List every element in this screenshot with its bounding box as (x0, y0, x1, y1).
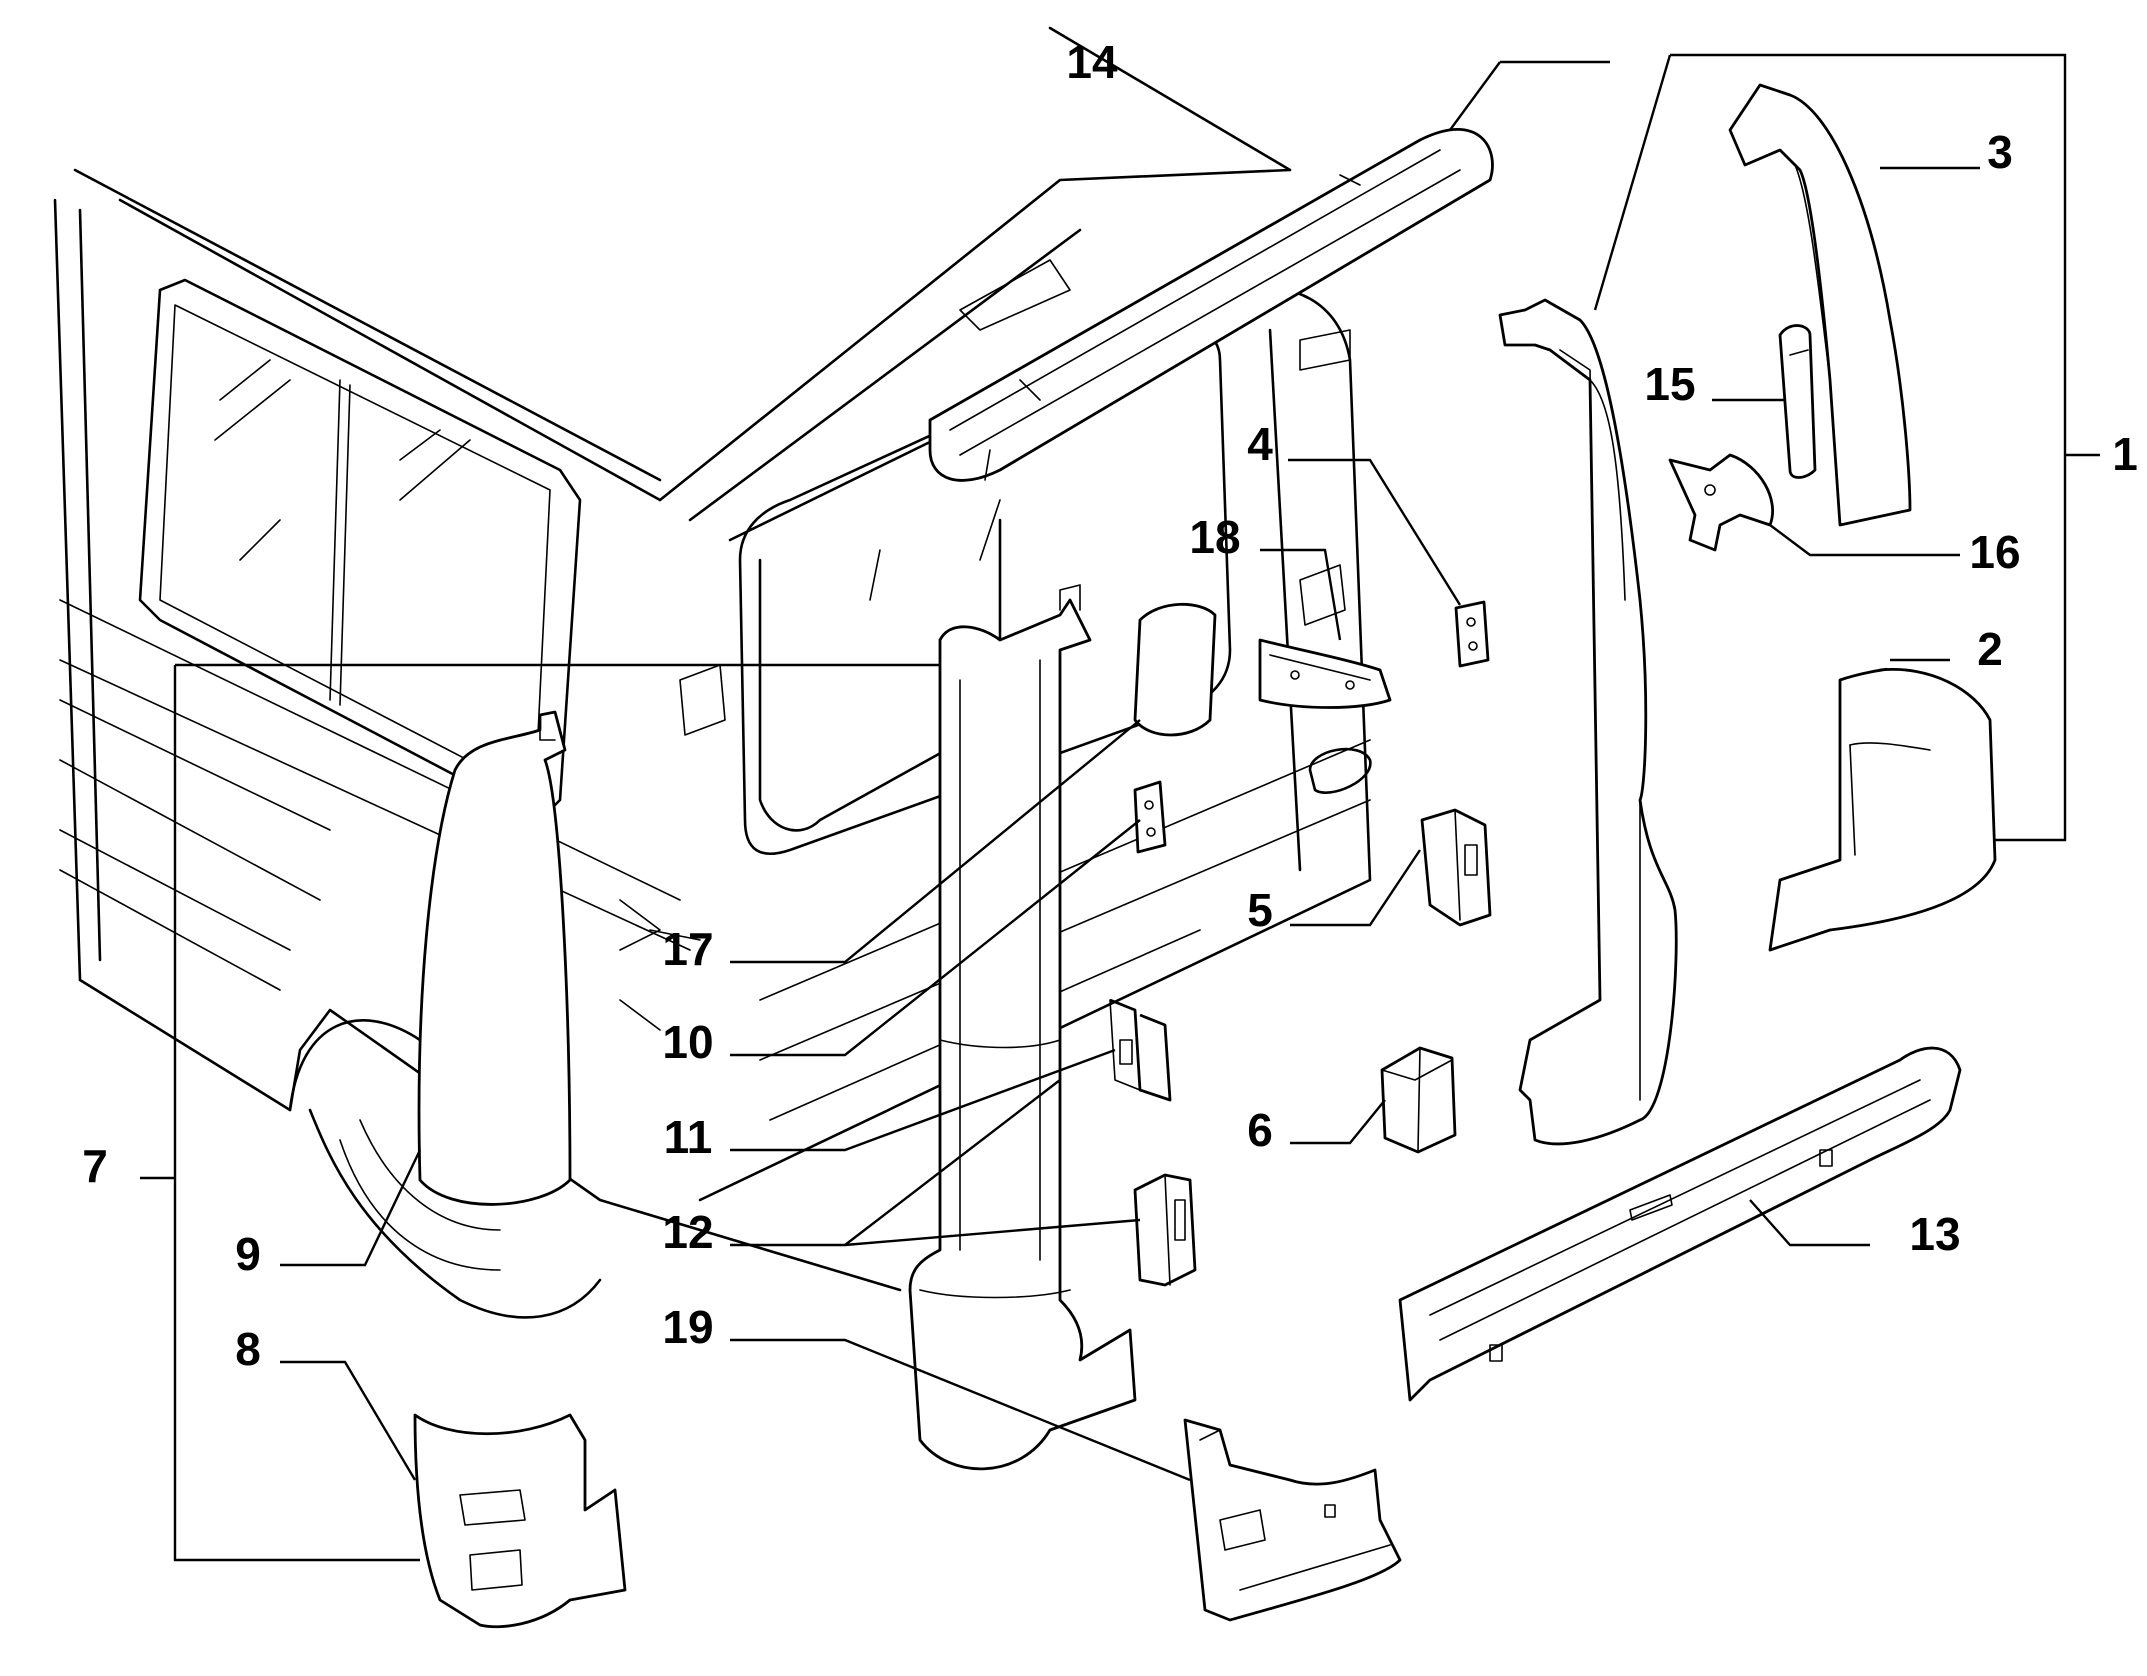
van-body-outline (53, 26, 1372, 1319)
callout-13: 13 (1909, 1208, 1960, 1260)
callout-12: 12 (662, 1206, 713, 1258)
callout-14: 14 (1066, 36, 1118, 88)
callout-17: 17 (662, 923, 713, 975)
part-14-roof-rail-cover (928, 127, 1494, 482)
part-6-block (1380, 1046, 1457, 1154)
part-4-plate (1454, 600, 1490, 668)
callout-19: 19 (662, 1301, 713, 1353)
part-16-clip (1668, 453, 1774, 552)
callout-8: 8 (235, 1323, 261, 1375)
part-12-bracket (1133, 1173, 1197, 1287)
part-1-side-pillar (1498, 298, 1678, 1146)
callout-11: 11 (664, 1111, 713, 1163)
callout-4: 4 (1247, 418, 1273, 470)
part-13-sill (1398, 1046, 1962, 1402)
part-17-cover (1133, 602, 1217, 737)
callout-18: 18 (1189, 511, 1240, 563)
callout-7: 7 (82, 1140, 108, 1192)
callout-2: 2 (1977, 623, 2003, 675)
callout-10: 10 (662, 1016, 713, 1068)
part-9-inner-trim (417, 710, 572, 1206)
callout-1: 1 (2112, 428, 2138, 480)
part-10-plate (1133, 780, 1167, 854)
callout-6: 6 (1247, 1104, 1273, 1156)
callout-16: 16 (1969, 526, 2020, 578)
part-8-lower-trim (413, 1413, 627, 1629)
part-3-upper-trim (1728, 83, 1912, 527)
callout-15: 15 (1644, 358, 1695, 410)
part-15-strip (1778, 324, 1817, 479)
part-2-lower-cover (1768, 667, 1997, 952)
leader-lines (140, 53, 2100, 1562)
callout-5: 5 (1247, 884, 1273, 936)
callout-9: 9 (235, 1228, 261, 1280)
part-19-lower-bracket (1183, 1418, 1402, 1622)
part-5-bracket (1420, 808, 1492, 927)
callout-labels: 14 1 3 15 16 2 4 18 5 6 17 10 11 12 19 1… (82, 36, 2138, 1375)
callout-3: 3 (1987, 126, 2013, 178)
part-7-rear-pillar (908, 584, 1137, 1471)
part-11-bracket (1109, 998, 1172, 1102)
part-18-upper-bracket (1258, 638, 1392, 709)
